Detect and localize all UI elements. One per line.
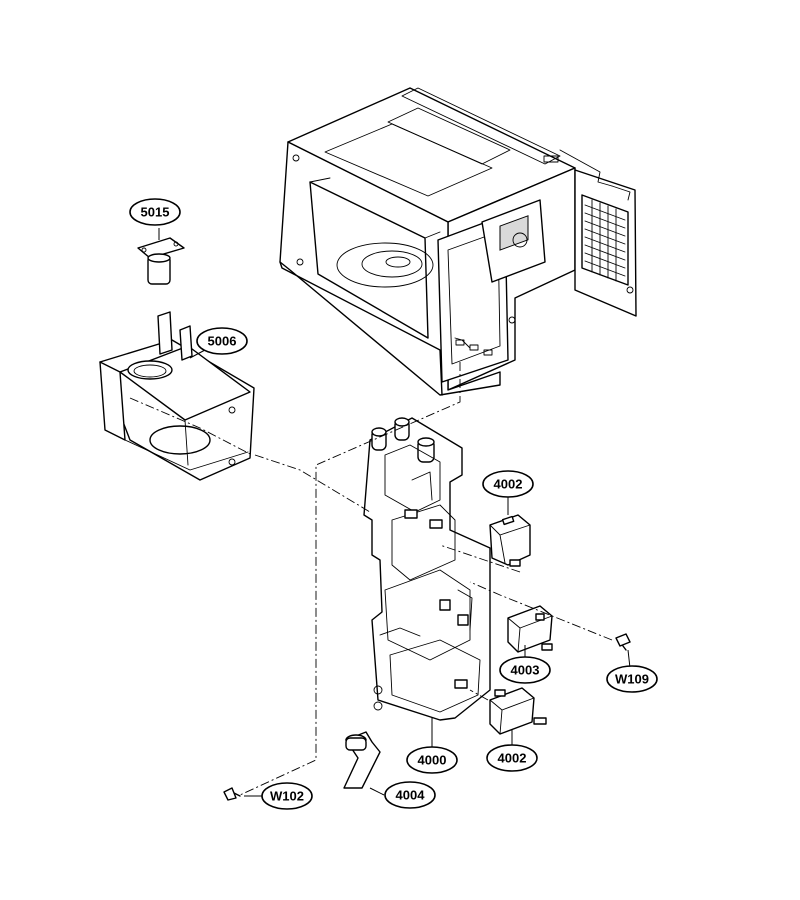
- door-lever-4004: [343, 731, 381, 789]
- callout-label: 4002: [494, 477, 523, 492]
- screw-w102: [223, 787, 241, 801]
- callout-label: 4002: [498, 751, 527, 766]
- micro-switch-4002-upper: [489, 514, 531, 567]
- vent-grille: [584, 199, 626, 282]
- alignment-lines: [129, 362, 613, 796]
- leader-lines: [244, 495, 631, 797]
- callout-label: 4004: [396, 788, 426, 803]
- callout-4003: 4003: [499, 656, 551, 684]
- callout-label: W109: [615, 672, 649, 687]
- callout-4000: 4000: [406, 746, 458, 774]
- callout-label: W102: [270, 789, 304, 804]
- oven-cavity-frame: [279, 87, 637, 396]
- callout-4004: 4004: [384, 781, 436, 809]
- latch-board-4000: [363, 417, 491, 721]
- callout-label: 5015: [141, 205, 170, 220]
- callout-w102: W102: [261, 782, 313, 810]
- callout-4002-upper: 4002: [482, 470, 534, 498]
- callout-5006: 5006: [196, 327, 248, 355]
- callout-label: 4003: [511, 663, 540, 678]
- micro-switch-4003: [507, 605, 553, 653]
- callout-4002-lower: 4002: [486, 744, 538, 772]
- screw-w109: [615, 633, 631, 651]
- air-guide-duct-5006: [99, 311, 255, 481]
- micro-switch-4002-lower: [489, 687, 547, 735]
- callout-w109: W109: [606, 665, 658, 693]
- callout-5015: 5015: [129, 198, 181, 226]
- callout-label: 5006: [208, 334, 237, 349]
- lamp-socket-5015: [137, 228, 185, 285]
- callout-label: 4000: [418, 753, 447, 768]
